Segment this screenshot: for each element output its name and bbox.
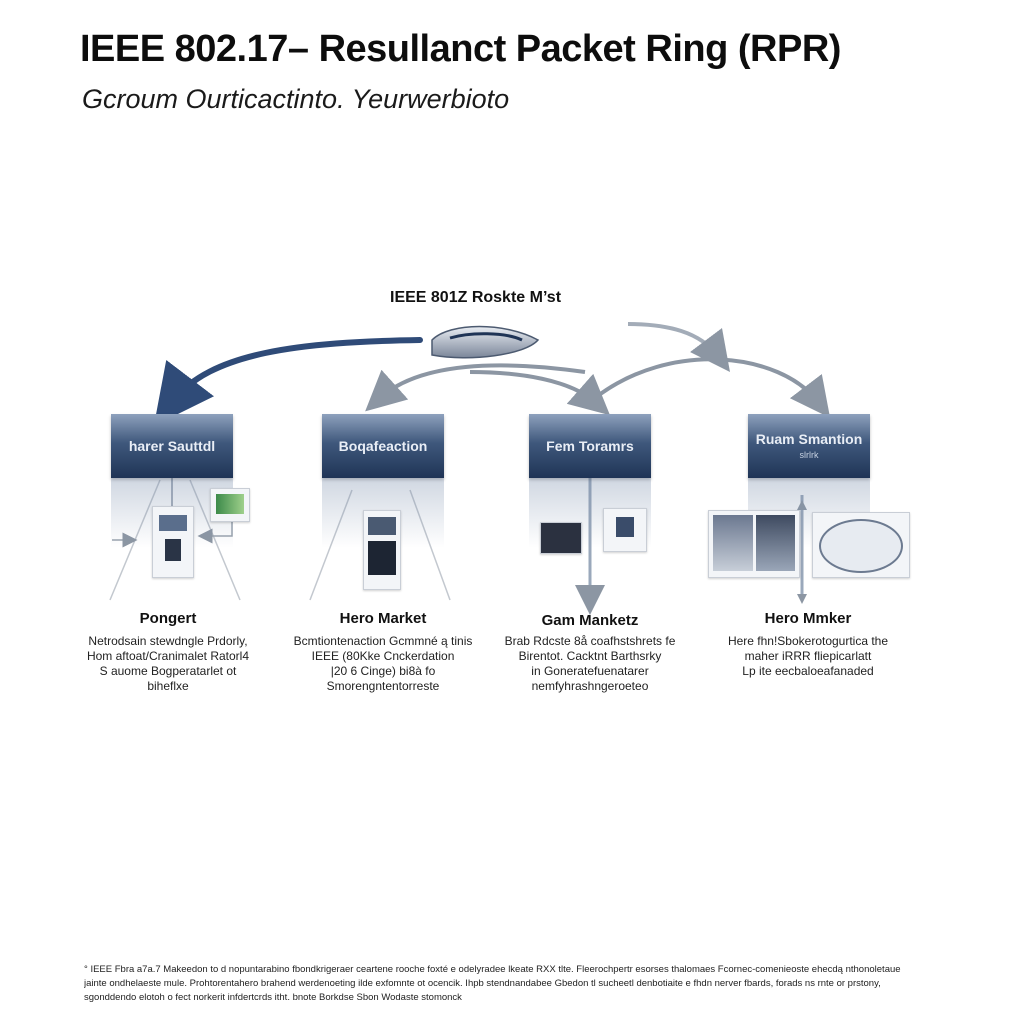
desc-line: |20 6 Cinge) bi8à fo xyxy=(330,664,436,678)
desc-line: Here fhn!Sbokerotogurtica the xyxy=(727,634,889,648)
column-3-description: Brab Rdcste 8å coafhstshrets fe Birentot… xyxy=(490,634,690,694)
arrow-center-to-node-3 xyxy=(469,370,611,416)
column-1-description: Netrodsain stewdngle Prdorly, Hom aftoat… xyxy=(68,634,268,694)
node-box-2: Boqafeaction xyxy=(322,414,444,478)
desc-line: biheflxe xyxy=(147,679,189,693)
center-node-label: IEEE 801Z Roskte M’st xyxy=(390,289,562,306)
column-1-title: Pongert xyxy=(139,610,197,627)
desc-line: in Goneratefuenatarer xyxy=(531,664,649,678)
desc-line: Smorengntentorreste xyxy=(326,679,440,693)
page-title: IEEE 802.17– Resullanct Packet Ring (RPR… xyxy=(80,28,841,70)
node-box-4: Ruam Smantion slrlrk xyxy=(748,414,870,478)
column-3-title: Gam Manketz xyxy=(541,612,639,629)
arrow-node-3-to-node-4 xyxy=(593,357,831,418)
device-thumbnail xyxy=(603,508,647,552)
footnote-line: ° IEEE Fbra a7a.7 Makeedon to d nopuntar… xyxy=(84,964,901,975)
device-thumbnail xyxy=(540,522,582,554)
page-subtitle: Gcroum Ourticactinto. Yeurwerbioto xyxy=(82,84,510,114)
desc-line: S auome Bogperatarlet ot xyxy=(99,664,237,678)
desc-line: IEEE (80Kke Cnckerdation xyxy=(311,649,455,663)
desc-line: Netrodsain stewdngle Prdorly, xyxy=(88,634,248,648)
column-2-description: Bcmtiontenaction Gcmmné ą tinis IEEE (80… xyxy=(283,634,483,694)
desc-line: Hom aftoat/Cranimalet Ratorl4 xyxy=(86,649,250,663)
desc-line: nemfyhrashngeroeteo xyxy=(531,679,649,693)
desc-line: maher iRRR fliepicarlatt xyxy=(744,649,872,663)
column-4-title: Hero Mmker xyxy=(764,610,852,627)
node-box-4-sublabel: slrlrk xyxy=(799,450,819,460)
arrow-top-right xyxy=(627,322,731,372)
node-box-3-label: Fem Toramrs xyxy=(546,437,634,454)
arrow-center-to-node-1 xyxy=(153,337,423,426)
device-thumbnail xyxy=(708,510,800,578)
router-icon xyxy=(431,325,540,359)
node-box-4-label: Ruam Smantion xyxy=(755,431,863,448)
desc-line: Birentot. Cacktnt Barthsrky xyxy=(518,649,662,663)
footnote: ° IEEE Fbra a7a.7 Makeedon to d nopuntar… xyxy=(84,963,954,1005)
desc-line: Bcmtiontenaction Gcmmné ą tinis xyxy=(293,634,473,648)
desc-line: Brab Rdcste 8å coafhstshrets fe xyxy=(504,634,676,648)
node-box-3: Fem Toramrs xyxy=(529,414,651,478)
device-thumbnail xyxy=(363,510,401,590)
device-thumbnail xyxy=(812,512,910,578)
desc-line: Lp ite eecbaloeafanaded xyxy=(742,664,874,678)
footnote-line: sgonddendo elotoh o fect norkerit infder… xyxy=(84,992,462,1003)
node-box-1: harer Sauttdl xyxy=(111,414,233,478)
device-thumbnail xyxy=(210,488,250,522)
footnote-line: jainte ondhelaeste mule. Prohtorentahero… xyxy=(84,978,881,989)
node-box-1-label: harer Sauttdl xyxy=(128,437,216,454)
arrow-center-to-node-2 xyxy=(365,363,586,412)
column-4-description: Here fhn!Sbokerotogurtica the maher iRRR… xyxy=(708,634,908,679)
node-box-2-label: Boqafeaction xyxy=(338,437,428,454)
column-2-title: Hero Market xyxy=(339,610,427,627)
device-thumbnail xyxy=(152,506,194,578)
